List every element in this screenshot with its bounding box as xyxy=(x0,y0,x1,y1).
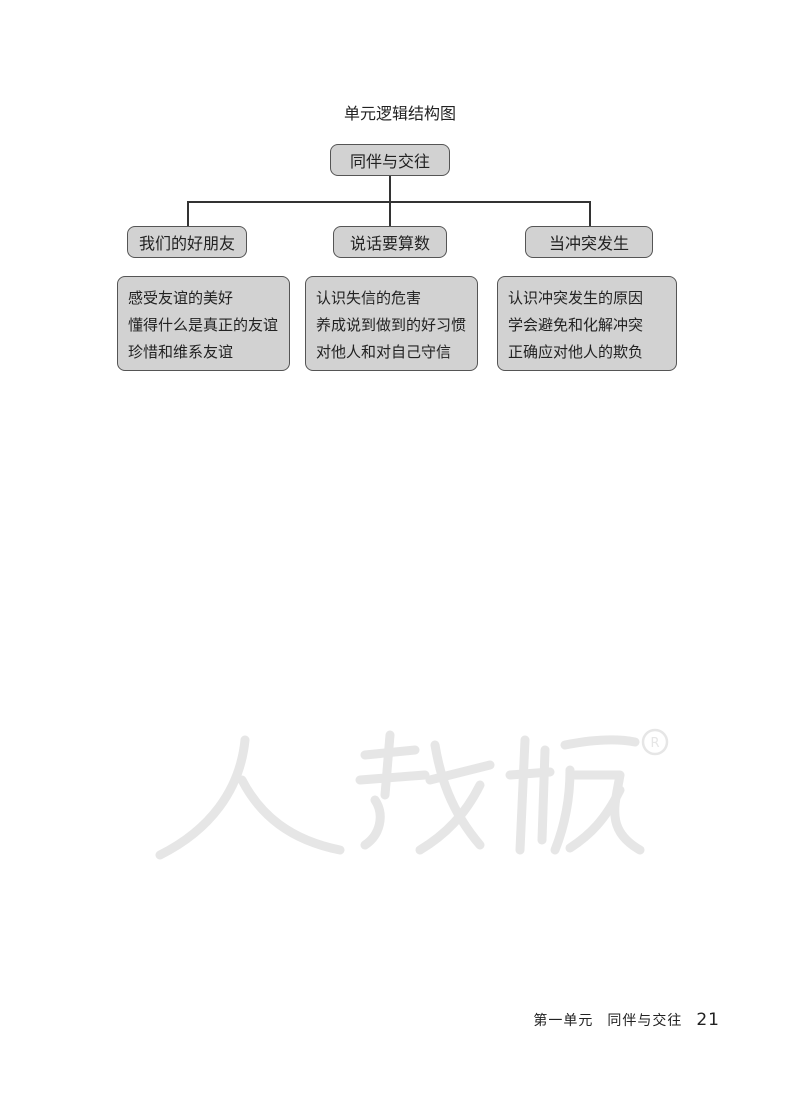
connector-horizontal xyxy=(187,201,590,203)
footer-unit: 第一单元 xyxy=(533,1013,594,1029)
root-node-label: 同伴与交往 xyxy=(349,152,430,171)
page-number: 21 xyxy=(696,1010,720,1030)
branch-node-label: 当冲突发生 xyxy=(548,234,629,253)
detail-item: 珍惜和维系友谊 xyxy=(128,343,234,361)
branch-node-1: 我们的好朋友 xyxy=(127,226,247,258)
detail-box-1: 感受友谊的美好 懂得什么是真正的友谊 珍惜和维系友谊 xyxy=(117,276,290,371)
detail-box-2: 认识失信的危害 养成说到做到的好习惯 对他人和对自己守信 xyxy=(305,276,478,371)
detail-item: 正确应对他人的欺负 xyxy=(508,343,644,361)
connector-root-down xyxy=(389,176,391,202)
diagram-title: 单元逻辑结构图 xyxy=(343,104,456,123)
publisher-watermark: R xyxy=(155,728,669,860)
connector-branch-2 xyxy=(389,201,391,226)
detail-item: 感受友谊的美好 xyxy=(128,289,234,307)
detail-item: 对他人和对自己守信 xyxy=(316,343,452,361)
connector-branch-1 xyxy=(187,201,189,226)
root-node: 同伴与交往 xyxy=(330,144,450,176)
detail-item: 认识冲突发生的原因 xyxy=(508,289,644,307)
footer-topic: 同伴与交往 xyxy=(607,1013,683,1029)
connector-branch-3 xyxy=(589,201,591,226)
detail-item: 养成说到做到的好习惯 xyxy=(316,316,467,334)
branch-node-2: 说话要算数 xyxy=(333,226,447,258)
branch-node-label: 我们的好朋友 xyxy=(138,234,235,253)
detail-box-3: 认识冲突发生的原因 学会避免和化解冲突 正确应对他人的欺负 xyxy=(497,276,677,371)
detail-item: 懂得什么是真正的友谊 xyxy=(128,316,279,334)
detail-item: 认识失信的危害 xyxy=(316,289,422,307)
detail-item: 学会避免和化解冲突 xyxy=(508,316,644,334)
svg-text:R: R xyxy=(650,736,659,751)
branch-node-label: 说话要算数 xyxy=(349,234,430,253)
page-footer: 第一单元 同伴与交往 21 xyxy=(533,1010,720,1030)
branch-node-3: 当冲突发生 xyxy=(525,226,653,258)
